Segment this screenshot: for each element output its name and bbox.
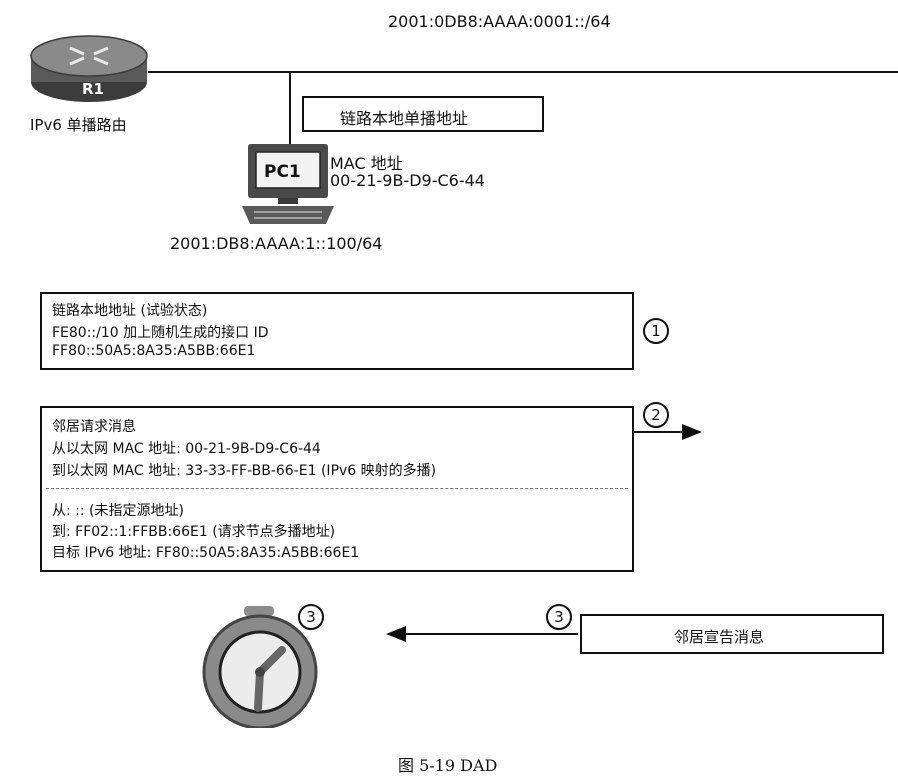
network-prefix: 2001:0DB8:AAAA:0001::/64 xyxy=(388,12,611,31)
step-3-timer-marker: 3 xyxy=(298,604,324,630)
pc-mac-label: MAC 地址 xyxy=(330,154,403,173)
step-3-arrow-marker: 3 xyxy=(546,604,572,630)
ns-eth-to: 到以太网 MAC 地址: 33-33-FF-BB-66-E1 (IPv6 映射的… xyxy=(52,463,437,479)
router-icon xyxy=(28,34,150,104)
figure-caption: 图 5-19 DAD xyxy=(398,756,498,775)
neighbor-advertisement-box: 邻居宣告消息 xyxy=(580,614,884,654)
step-2-marker: 2 xyxy=(643,402,669,428)
router-label: IPv6 单播路由 xyxy=(30,116,127,134)
pc-mac-address: 00-21-9B-D9-C6-44 xyxy=(330,171,485,190)
stopwatch-icon xyxy=(200,604,322,730)
pc-ipv6-address: 2001:DB8:AAAA:1::100/64 xyxy=(170,234,383,253)
pc-icon xyxy=(240,142,336,226)
pc-name: PC1 xyxy=(264,162,301,182)
ns-divider xyxy=(46,488,628,489)
ns-ip-to: 到: FF02::1:FFBB:66E1 (请求节点多播地址) xyxy=(52,524,336,540)
neighbor-solicitation-box: 邻居请求消息 从以太网 MAC 地址: 00-21-9B-D9-C6-44 到以… xyxy=(40,406,634,572)
tentative-title: 链路本地地址 (试验状态) xyxy=(52,303,208,319)
step-1-marker: 1 xyxy=(643,318,669,344)
link-local-address-box: 链路本地单播地址 xyxy=(302,96,544,132)
link-local-address-label: 链路本地单播地址 xyxy=(340,109,469,128)
tentative-address-box: 链路本地地址 (试验状态) FE80::/10 加上随机生成的接口 ID FF8… xyxy=(40,292,634,370)
na-label: 邻居宣告消息 xyxy=(674,628,765,646)
ns-target: 目标 IPv6 地址: FF80::50A5:8A35:A5BB:66E1 xyxy=(52,545,360,561)
ns-title: 邻居请求消息 xyxy=(52,419,136,435)
ns-eth-from: 从以太网 MAC 地址: 00-21-9B-D9-C6-44 xyxy=(52,441,321,457)
router-name: R1 xyxy=(82,80,104,98)
tentative-line-2: FF80::50A5:8A35:A5BB:66E1 xyxy=(52,343,256,359)
tentative-line-1: FE80::/10 加上随机生成的接口 ID xyxy=(52,325,269,341)
ns-ip-from: 从: :: (未指定源地址) xyxy=(52,503,184,519)
